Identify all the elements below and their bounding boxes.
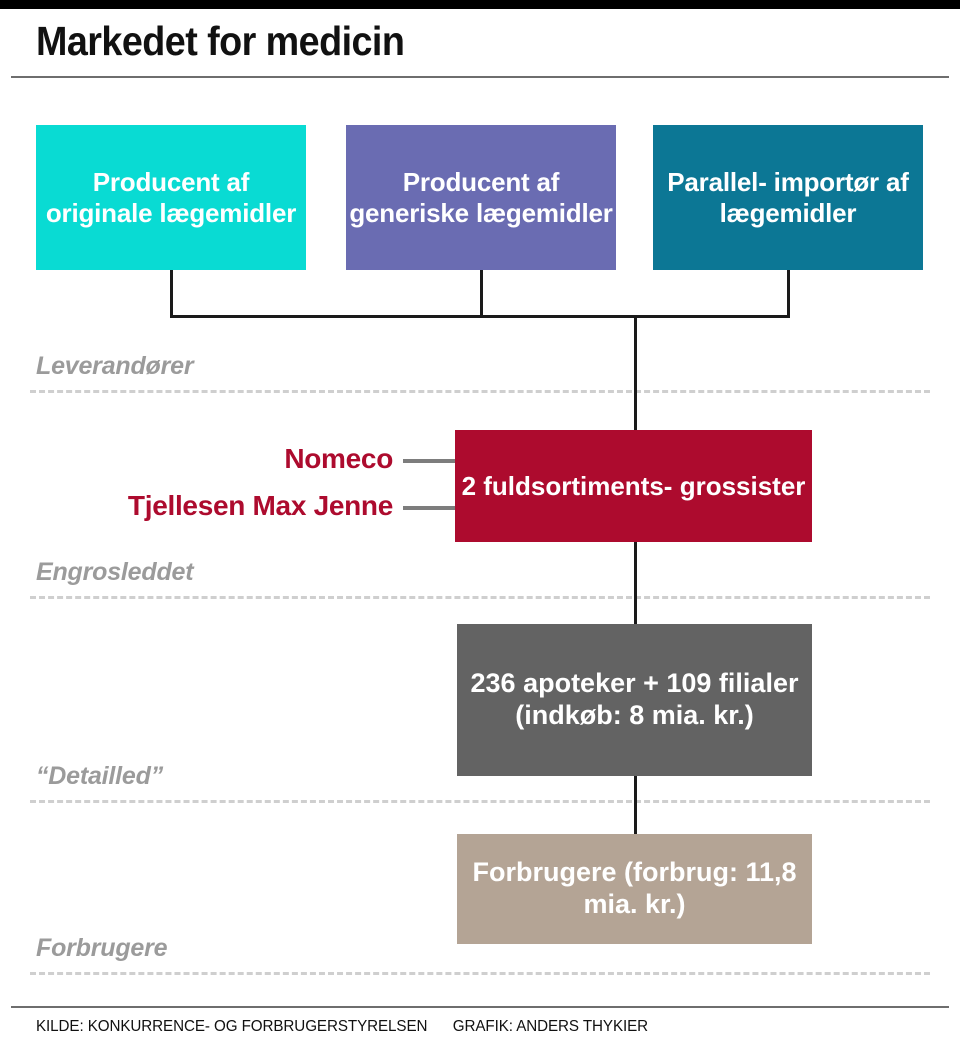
node-producer-original-label: Producent af originale lægemidler [45,166,297,228]
section-label-detailled: “Detailled” [36,762,163,790]
footer-divider [11,1006,949,1008]
node-producer-generic: Producent af generiske lægemidler [346,125,616,270]
node-wholesalers: 2 fuldsortiments- grossister [455,430,812,542]
footer-source: KILDE: KONKURRENCE- OG FORBRUGERSTYRELSE… [36,1018,428,1035]
section-label-engrosleddet: Engrosleddet [36,558,194,586]
section-label-leverandorer: Leverandører [36,352,194,380]
title-divider [11,76,949,78]
node-consumers: Forbrugere (forbrug: 11,8 mia. kr.) [457,834,812,944]
section-divider-detailled [30,800,930,803]
node-consumers-label: Forbrugere (forbrug: 11,8 mia. kr.) [472,857,797,919]
connector-supplier-bus [170,315,790,318]
connector-parallel-drop [787,270,790,318]
connector-retail-to-consumers [634,774,637,836]
node-parallel-importer: Parallel- importør af lægemidler [653,125,923,270]
connector-original-drop [170,270,173,318]
section-divider-engrosleddet [30,596,930,599]
connector-generic-drop [480,270,483,318]
leader-line-tjellesen-max-jenne [403,506,458,510]
wholesaler-name-nomeco: Nomeco [284,443,393,474]
footer-credits: KILDE: KONKURRENCE- OG FORBRUGERSTYRELSE… [36,1018,648,1036]
node-wholesalers-label: 2 fuldsortiments- grossister [461,470,806,501]
connector-bus-to-wholesale [634,315,637,433]
section-divider-forbrugere [30,972,930,975]
wholesaler-name-tjellesen-max-jenne: Tjellesen Max Jenne [127,490,393,521]
page-title: Markedet for medicin [36,18,405,64]
node-producer-original: Producent af originale lægemidler [36,125,306,270]
connector-wholesale-to-retail [634,540,637,626]
node-pharmacies-label: 236 apoteker + 109 filialer (indkøb: 8 m… [470,668,799,730]
footer-credit: GRAFIK: ANDERS THYKIER [452,1018,649,1035]
node-parallel-importer-label: Parallel- importør af lægemidler [667,166,909,228]
top-black-bar [0,0,960,9]
section-divider-leverandorer [30,390,930,393]
section-label-forbrugere: Forbrugere [36,934,168,962]
node-producer-generic-label: Producent af generiske lægemidler [349,166,613,228]
leader-line-nomeco [403,459,458,463]
node-pharmacies: 236 apoteker + 109 filialer (indkøb: 8 m… [457,624,812,776]
